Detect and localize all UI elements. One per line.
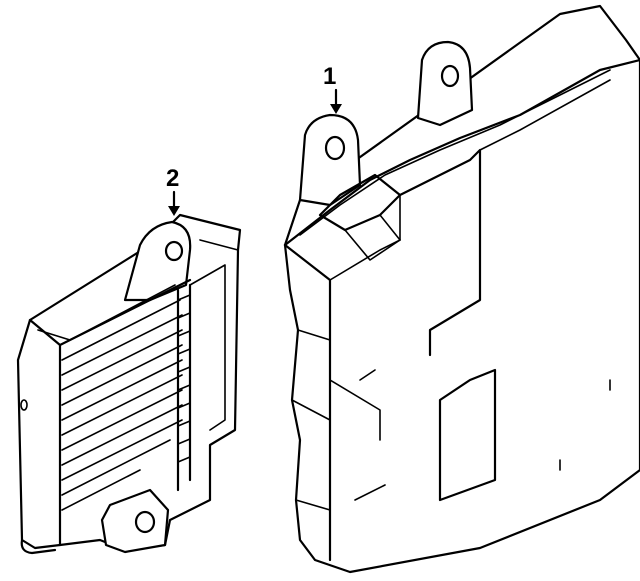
callout-1-label: 1 xyxy=(323,63,336,90)
part-1-control-module xyxy=(283,4,640,574)
callout-2-label: 2 xyxy=(166,165,179,192)
callout-1: 1 xyxy=(323,63,342,114)
callout-2: 2 xyxy=(166,165,180,216)
part-2-heatsink-module xyxy=(16,213,242,555)
